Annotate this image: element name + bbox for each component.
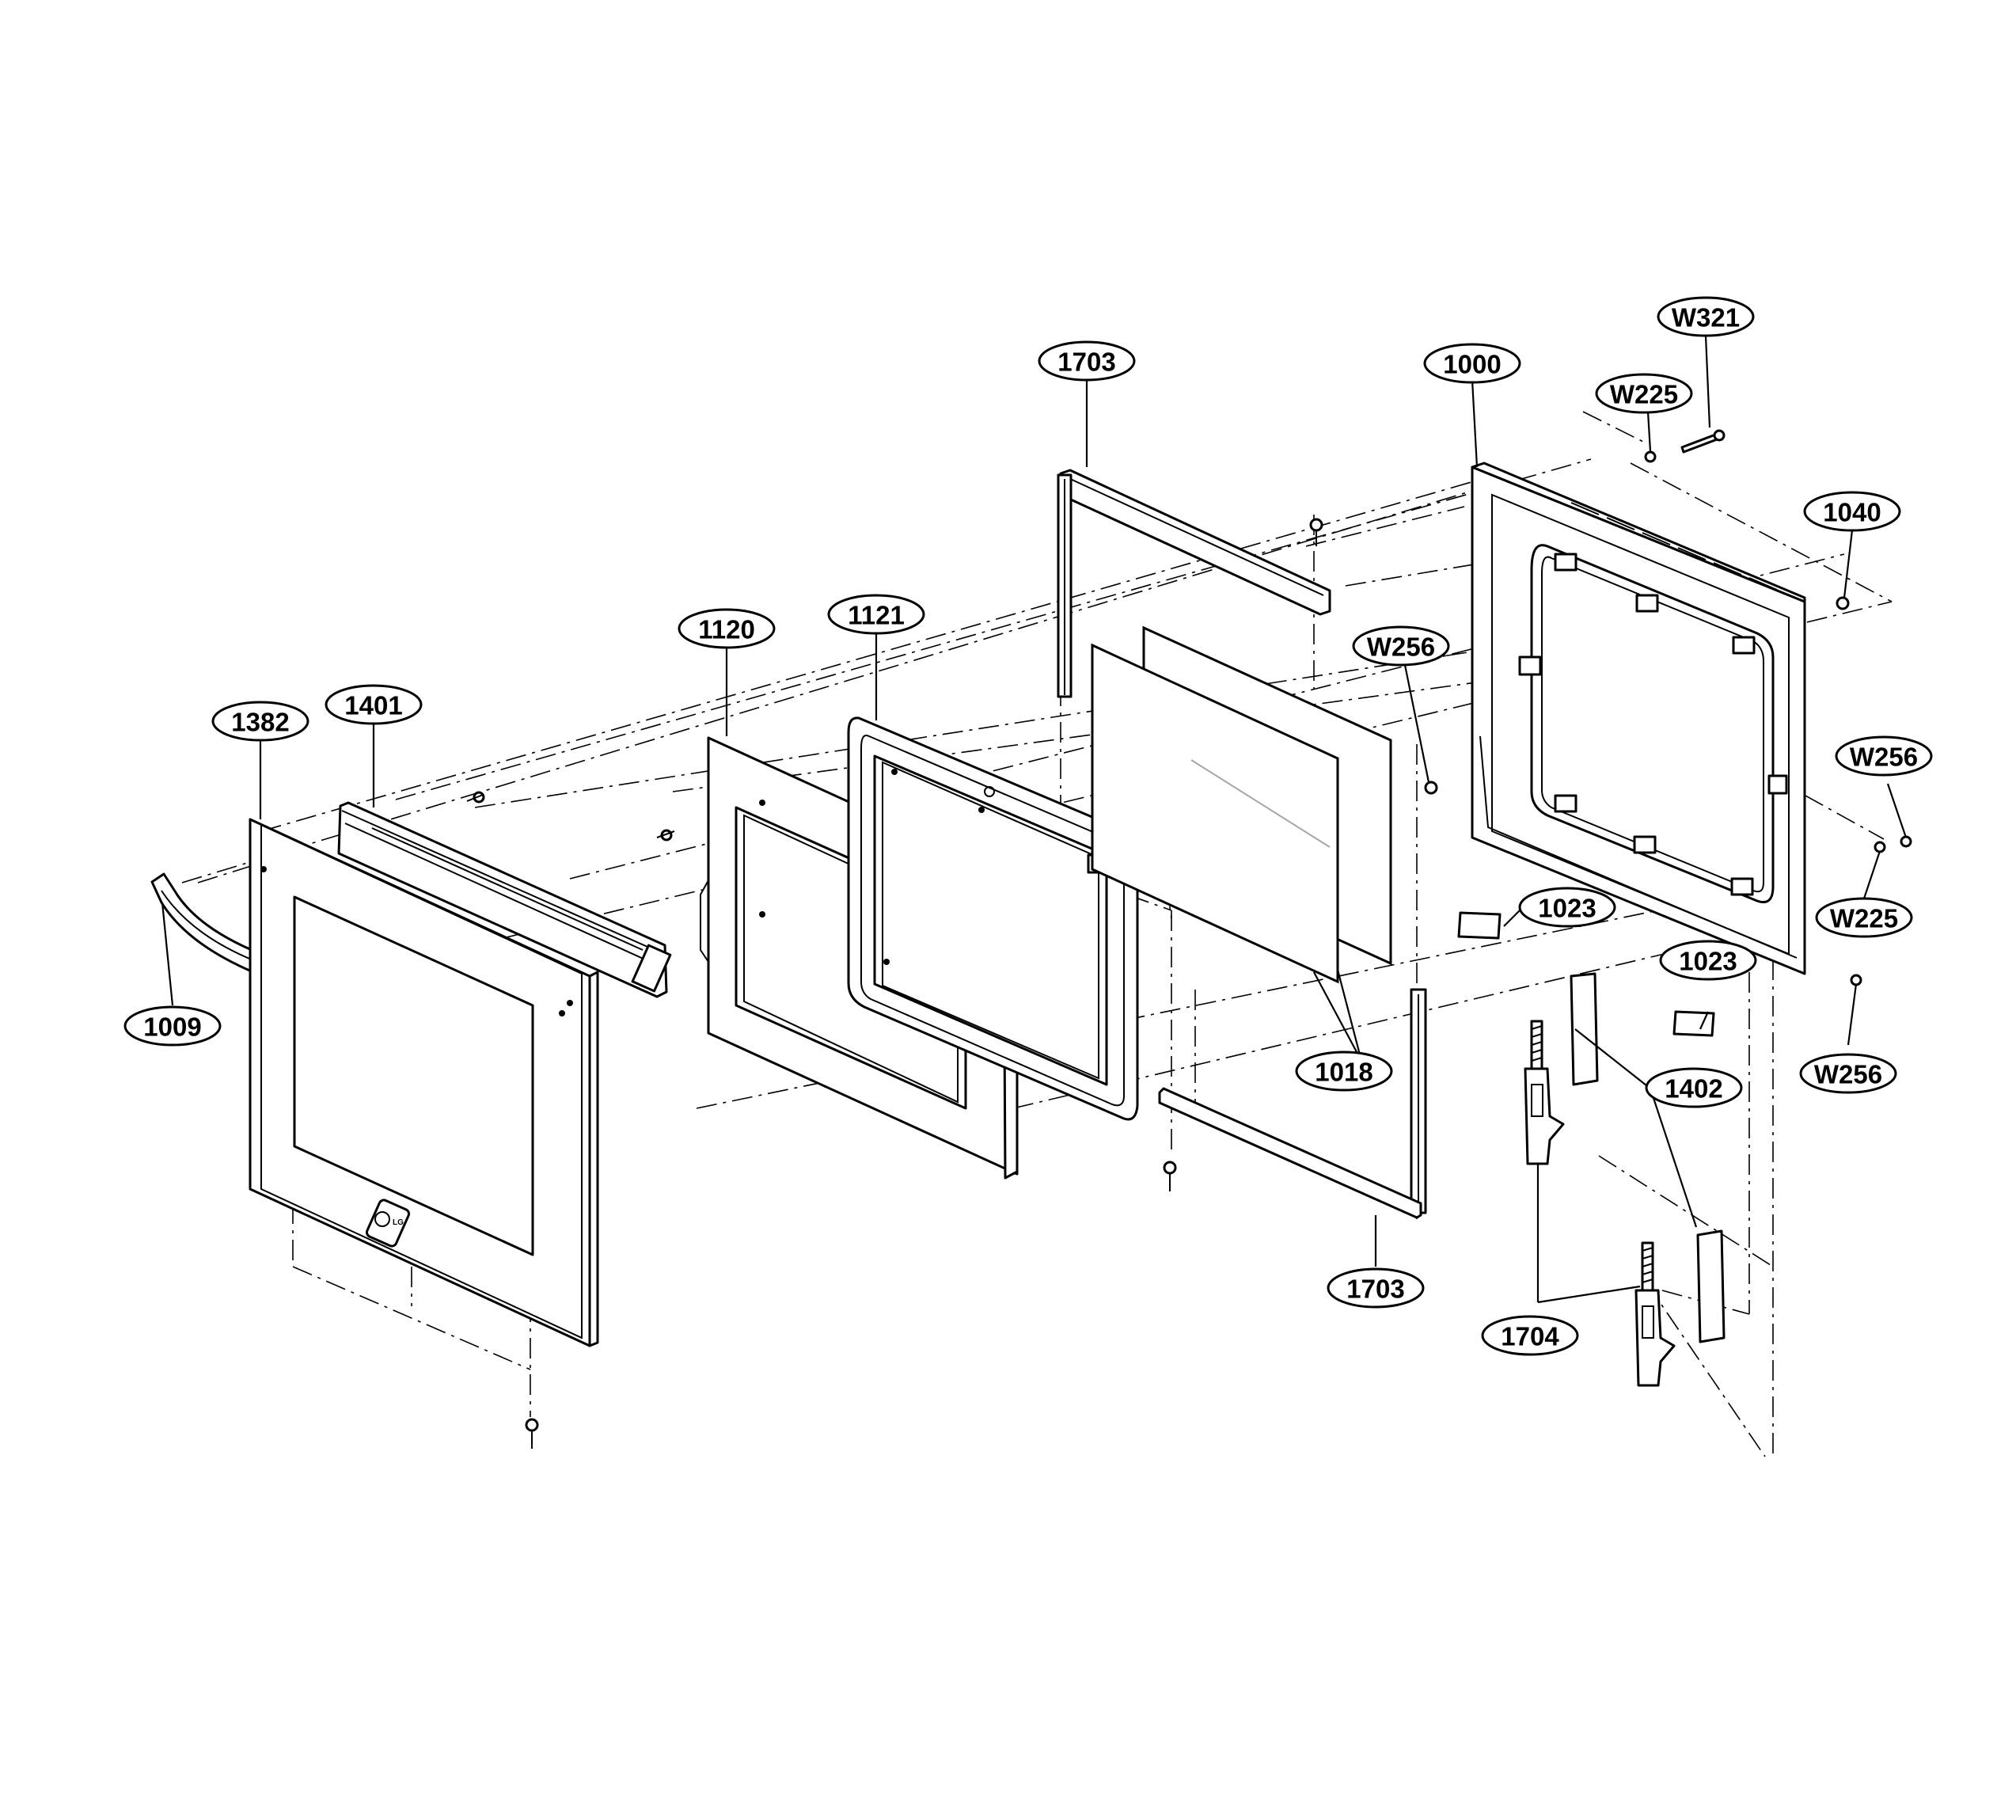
part-1401-door-trim bbox=[337, 801, 672, 998]
part-1402-hinge-covers bbox=[1570, 972, 1726, 1343]
callout-label: 1009 bbox=[143, 1013, 201, 1042]
callout-W256-lower: W256 bbox=[1799, 1053, 1897, 1094]
callout-1000: 1000 bbox=[1423, 343, 1521, 384]
callout-label: W225 bbox=[1830, 904, 1898, 933]
callout-1023-lower: 1023 bbox=[1659, 940, 1757, 981]
callout-1040: 1040 bbox=[1803, 491, 1901, 532]
callout-label: 1120 bbox=[698, 615, 755, 644]
callout-label: W256 bbox=[1367, 633, 1435, 662]
svg-text:LG: LG bbox=[393, 1218, 404, 1227]
part-1704-hinges bbox=[1524, 1020, 1676, 1387]
callout-label: 1000 bbox=[1443, 350, 1501, 379]
callout-W321: W321 bbox=[1657, 296, 1755, 337]
callout-1703-top: 1703 bbox=[1038, 340, 1136, 382]
callout-1120: 1120 bbox=[678, 608, 776, 649]
callout-label: 1703 bbox=[1057, 348, 1115, 377]
callout-label: W321 bbox=[1672, 303, 1740, 332]
callout-label: 1023 bbox=[1538, 894, 1596, 923]
part-1121-door-liner bbox=[847, 716, 1139, 1121]
callout-1009: 1009 bbox=[123, 1005, 222, 1047]
callout-label: 1121 bbox=[848, 601, 905, 630]
callout-label: 1040 bbox=[1823, 498, 1881, 527]
callout-W256-right: W256 bbox=[1835, 735, 1933, 777]
callout-label: W256 bbox=[1850, 743, 1918, 772]
callout-1402: 1402 bbox=[1645, 1067, 1743, 1108]
callout-label: W256 bbox=[1814, 1060, 1882, 1089]
callout-label: 1401 bbox=[344, 691, 402, 720]
part-1703-seal-bottom bbox=[1158, 988, 1427, 1219]
part-1000-door-back-frame bbox=[1471, 462, 1806, 975]
part-1703-seal-top bbox=[1057, 469, 1331, 698]
part-1023-pads bbox=[1457, 911, 1715, 1037]
callout-label: 1704 bbox=[1501, 1322, 1559, 1351]
part-1382-outer-door-panel: LG bbox=[249, 818, 599, 1347]
callout-1018: 1018 bbox=[1295, 1051, 1393, 1092]
callout-1704: 1704 bbox=[1481, 1315, 1579, 1356]
callout-1382: 1382 bbox=[211, 701, 309, 742]
callout-W225-right: W225 bbox=[1815, 897, 1913, 938]
callout-label: W225 bbox=[1610, 380, 1678, 409]
callout-label: 1703 bbox=[1346, 1275, 1404, 1304]
callout-W225-top: W225 bbox=[1595, 373, 1693, 414]
part-1018-door-glass bbox=[1091, 625, 1392, 984]
callout-1121: 1121 bbox=[827, 594, 925, 635]
callout-label: 1023 bbox=[1679, 947, 1737, 976]
callout-1703-bottom: 1703 bbox=[1327, 1267, 1425, 1309]
callout-1023-upper: 1023 bbox=[1518, 887, 1616, 928]
callout-label: 1402 bbox=[1665, 1074, 1722, 1104]
callout-label: 1382 bbox=[231, 708, 289, 737]
callout-label: 1018 bbox=[1315, 1058, 1372, 1087]
leader-lines bbox=[161, 335, 1908, 1304]
callout-1401: 1401 bbox=[325, 684, 423, 725]
callout-W256-upper: W256 bbox=[1352, 625, 1450, 667]
